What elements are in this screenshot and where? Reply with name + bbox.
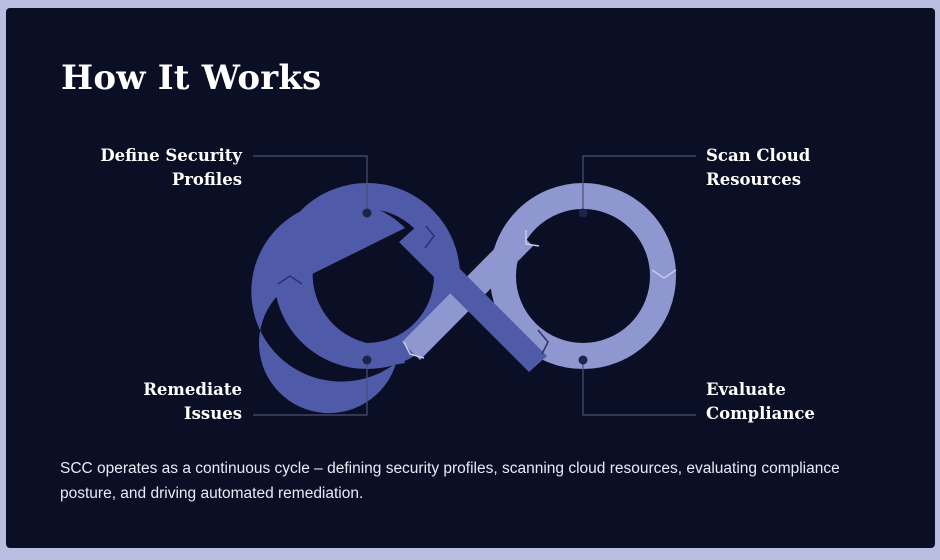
arrow-notch-top-right — [525, 230, 540, 247]
slide-title: How It Works — [61, 58, 322, 98]
loop-right-ring-full — [490, 183, 676, 369]
step-label-line: Scan Cloud — [706, 146, 811, 165]
connector-remediate — [253, 360, 368, 416]
connector-define — [253, 155, 368, 213]
step-label-define: Define Security Profiles — [46, 144, 242, 192]
step-label-line: Remediate — [143, 380, 242, 399]
dot-evaluate — [578, 355, 588, 365]
connector-scan — [582, 155, 696, 213]
connector-evaluate — [582, 360, 696, 416]
arrow-notch-bottom-mid — [537, 329, 549, 355]
step-label-scan: Scan Cloud Resources — [706, 144, 810, 192]
step-label-remediate: Remediate Issues — [46, 378, 242, 426]
step-label-line: Evaluate — [706, 380, 786, 399]
step-label-line: Issues — [183, 404, 242, 423]
dot-define — [362, 208, 372, 218]
arrow-notch-top-left — [424, 225, 435, 249]
infinity-cycle-diagram — [251, 155, 696, 416]
step-label-evaluate: Evaluate Compliance — [706, 378, 815, 426]
description-text: SCC operates as a continuous cycle – def… — [60, 460, 840, 502]
dot-scan — [578, 208, 588, 218]
arrow-notch-right — [651, 269, 677, 279]
loop-cross-dark — [399, 226, 547, 372]
slide: How It Works Define Security Profiles — [6, 8, 935, 548]
step-label-line: Compliance — [706, 404, 815, 423]
step-label-line: Profiles — [171, 170, 242, 189]
step-label-line: Resources — [706, 170, 802, 189]
arrow-notch-bottom-center — [403, 341, 425, 359]
dot-remediate — [362, 355, 372, 365]
loop-left-ring — [295, 186, 405, 366]
loop-left-lobe — [251, 201, 427, 414]
step-label-line: Define Security — [100, 146, 242, 165]
arrow-notch-left — [277, 275, 303, 285]
